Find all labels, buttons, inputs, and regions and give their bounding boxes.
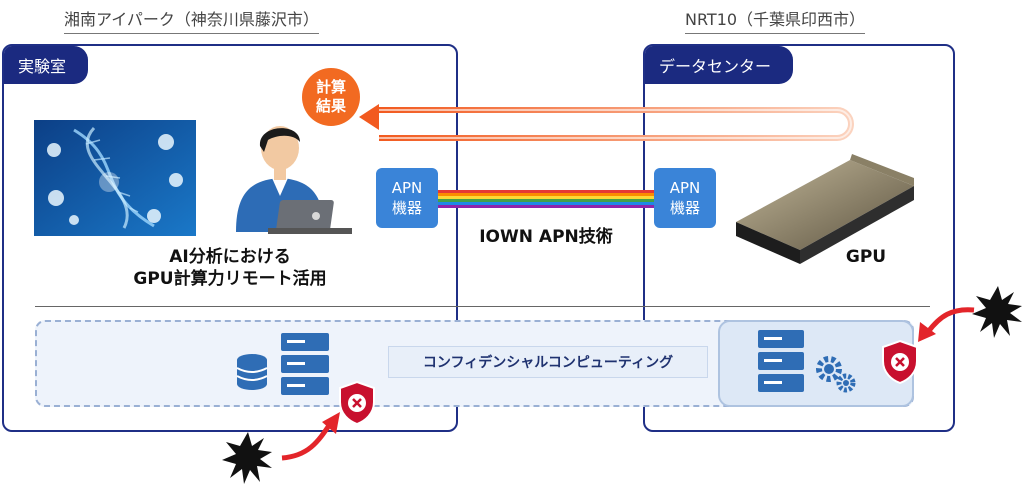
right-site-title: NRT10（千葉県印西市） <box>685 6 866 34</box>
apn-rainbow-link <box>438 190 654 208</box>
result-line1: 計算 <box>315 78 346 96</box>
gpu-card-image <box>730 150 920 268</box>
attack-arrow-bottom <box>278 408 346 464</box>
confidential-band-datacenter <box>718 320 914 407</box>
link-label: IOWN APN技術 <box>479 227 613 247</box>
result-line2: 結果 <box>315 97 346 115</box>
use-case-line2: GPU計算力リモート活用 <box>133 269 327 289</box>
apn-left-line2: 機器 <box>391 199 422 217</box>
gpu-label: GPU <box>845 247 887 267</box>
dna-science-image <box>34 120 196 236</box>
shield-x-icon-right <box>880 339 920 385</box>
attack-burst-icon-right <box>972 286 1024 338</box>
attack-arrow-right <box>912 300 978 346</box>
left-site-tag: 実験室 <box>4 46 89 84</box>
apn-device-right: APN 機器 <box>654 168 716 228</box>
apn-device-left: APN 機器 <box>376 168 438 228</box>
use-case-label: AI分析における GPU計算力リモート活用 <box>100 246 360 290</box>
use-case-line1: AI分析における <box>169 247 291 267</box>
left-site-title: 湘南アイパーク（神奈川県藤沢市） <box>64 6 319 34</box>
database-icon <box>235 352 269 392</box>
attack-burst-icon-bottom <box>222 432 274 484</box>
result-return-arrow <box>355 100 865 146</box>
apn-right-line2: 機器 <box>669 199 700 217</box>
server-icon-right <box>758 330 804 392</box>
server-icon-left <box>281 333 329 395</box>
confidential-label: コンフィデンシャルコンピューティング <box>388 346 708 378</box>
gears-icon <box>814 354 858 394</box>
result-badge: 計算 結果 <box>302 68 360 126</box>
apn-right-line1: APN <box>669 179 701 197</box>
divider-line <box>35 306 930 307</box>
shield-x-icon-left <box>337 380 377 426</box>
right-site-tag: データセンター <box>645 46 794 84</box>
person-laptop-icon <box>228 116 352 234</box>
apn-left-line1: APN <box>391 179 423 197</box>
